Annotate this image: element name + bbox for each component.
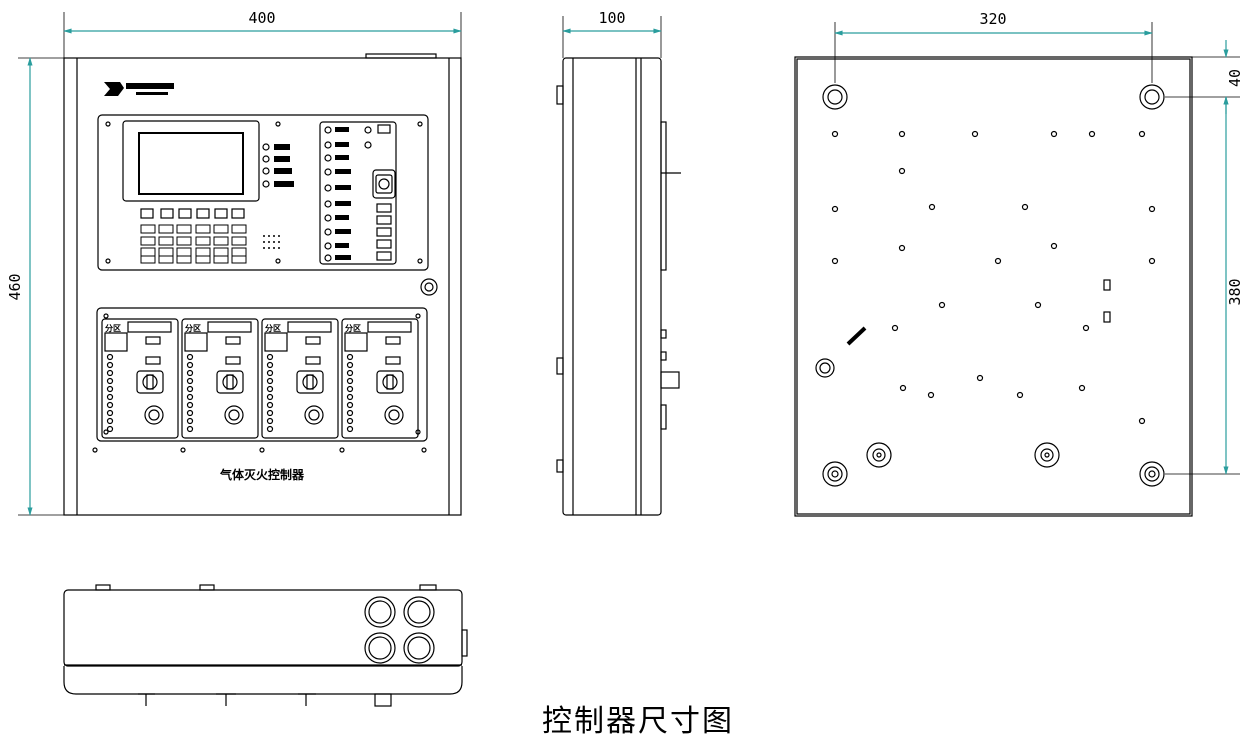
front-width-dim: 400: [248, 9, 275, 27]
back-height-dim: 380: [1226, 278, 1244, 305]
front-view: [18, 12, 462, 516]
zone-label-1: 分区: [105, 323, 121, 333]
bottom-view: [63, 584, 468, 707]
product-label: 气体灭火控制器: [219, 467, 305, 482]
zone-label-2: 分区: [185, 323, 201, 333]
front-height-dim: 460: [6, 273, 24, 300]
side-view: [556, 16, 681, 516]
drawing-caption: 控制器尺寸图: [542, 704, 734, 739]
zone-label-4: 分区: [345, 323, 361, 333]
back-width-dim: 320: [979, 10, 1006, 28]
side-depth-dim: 100: [598, 9, 625, 27]
back-top-offset-dim: 40: [1226, 69, 1244, 87]
back-view: [794, 22, 1240, 517]
zone-label-3: 分区: [265, 323, 281, 333]
